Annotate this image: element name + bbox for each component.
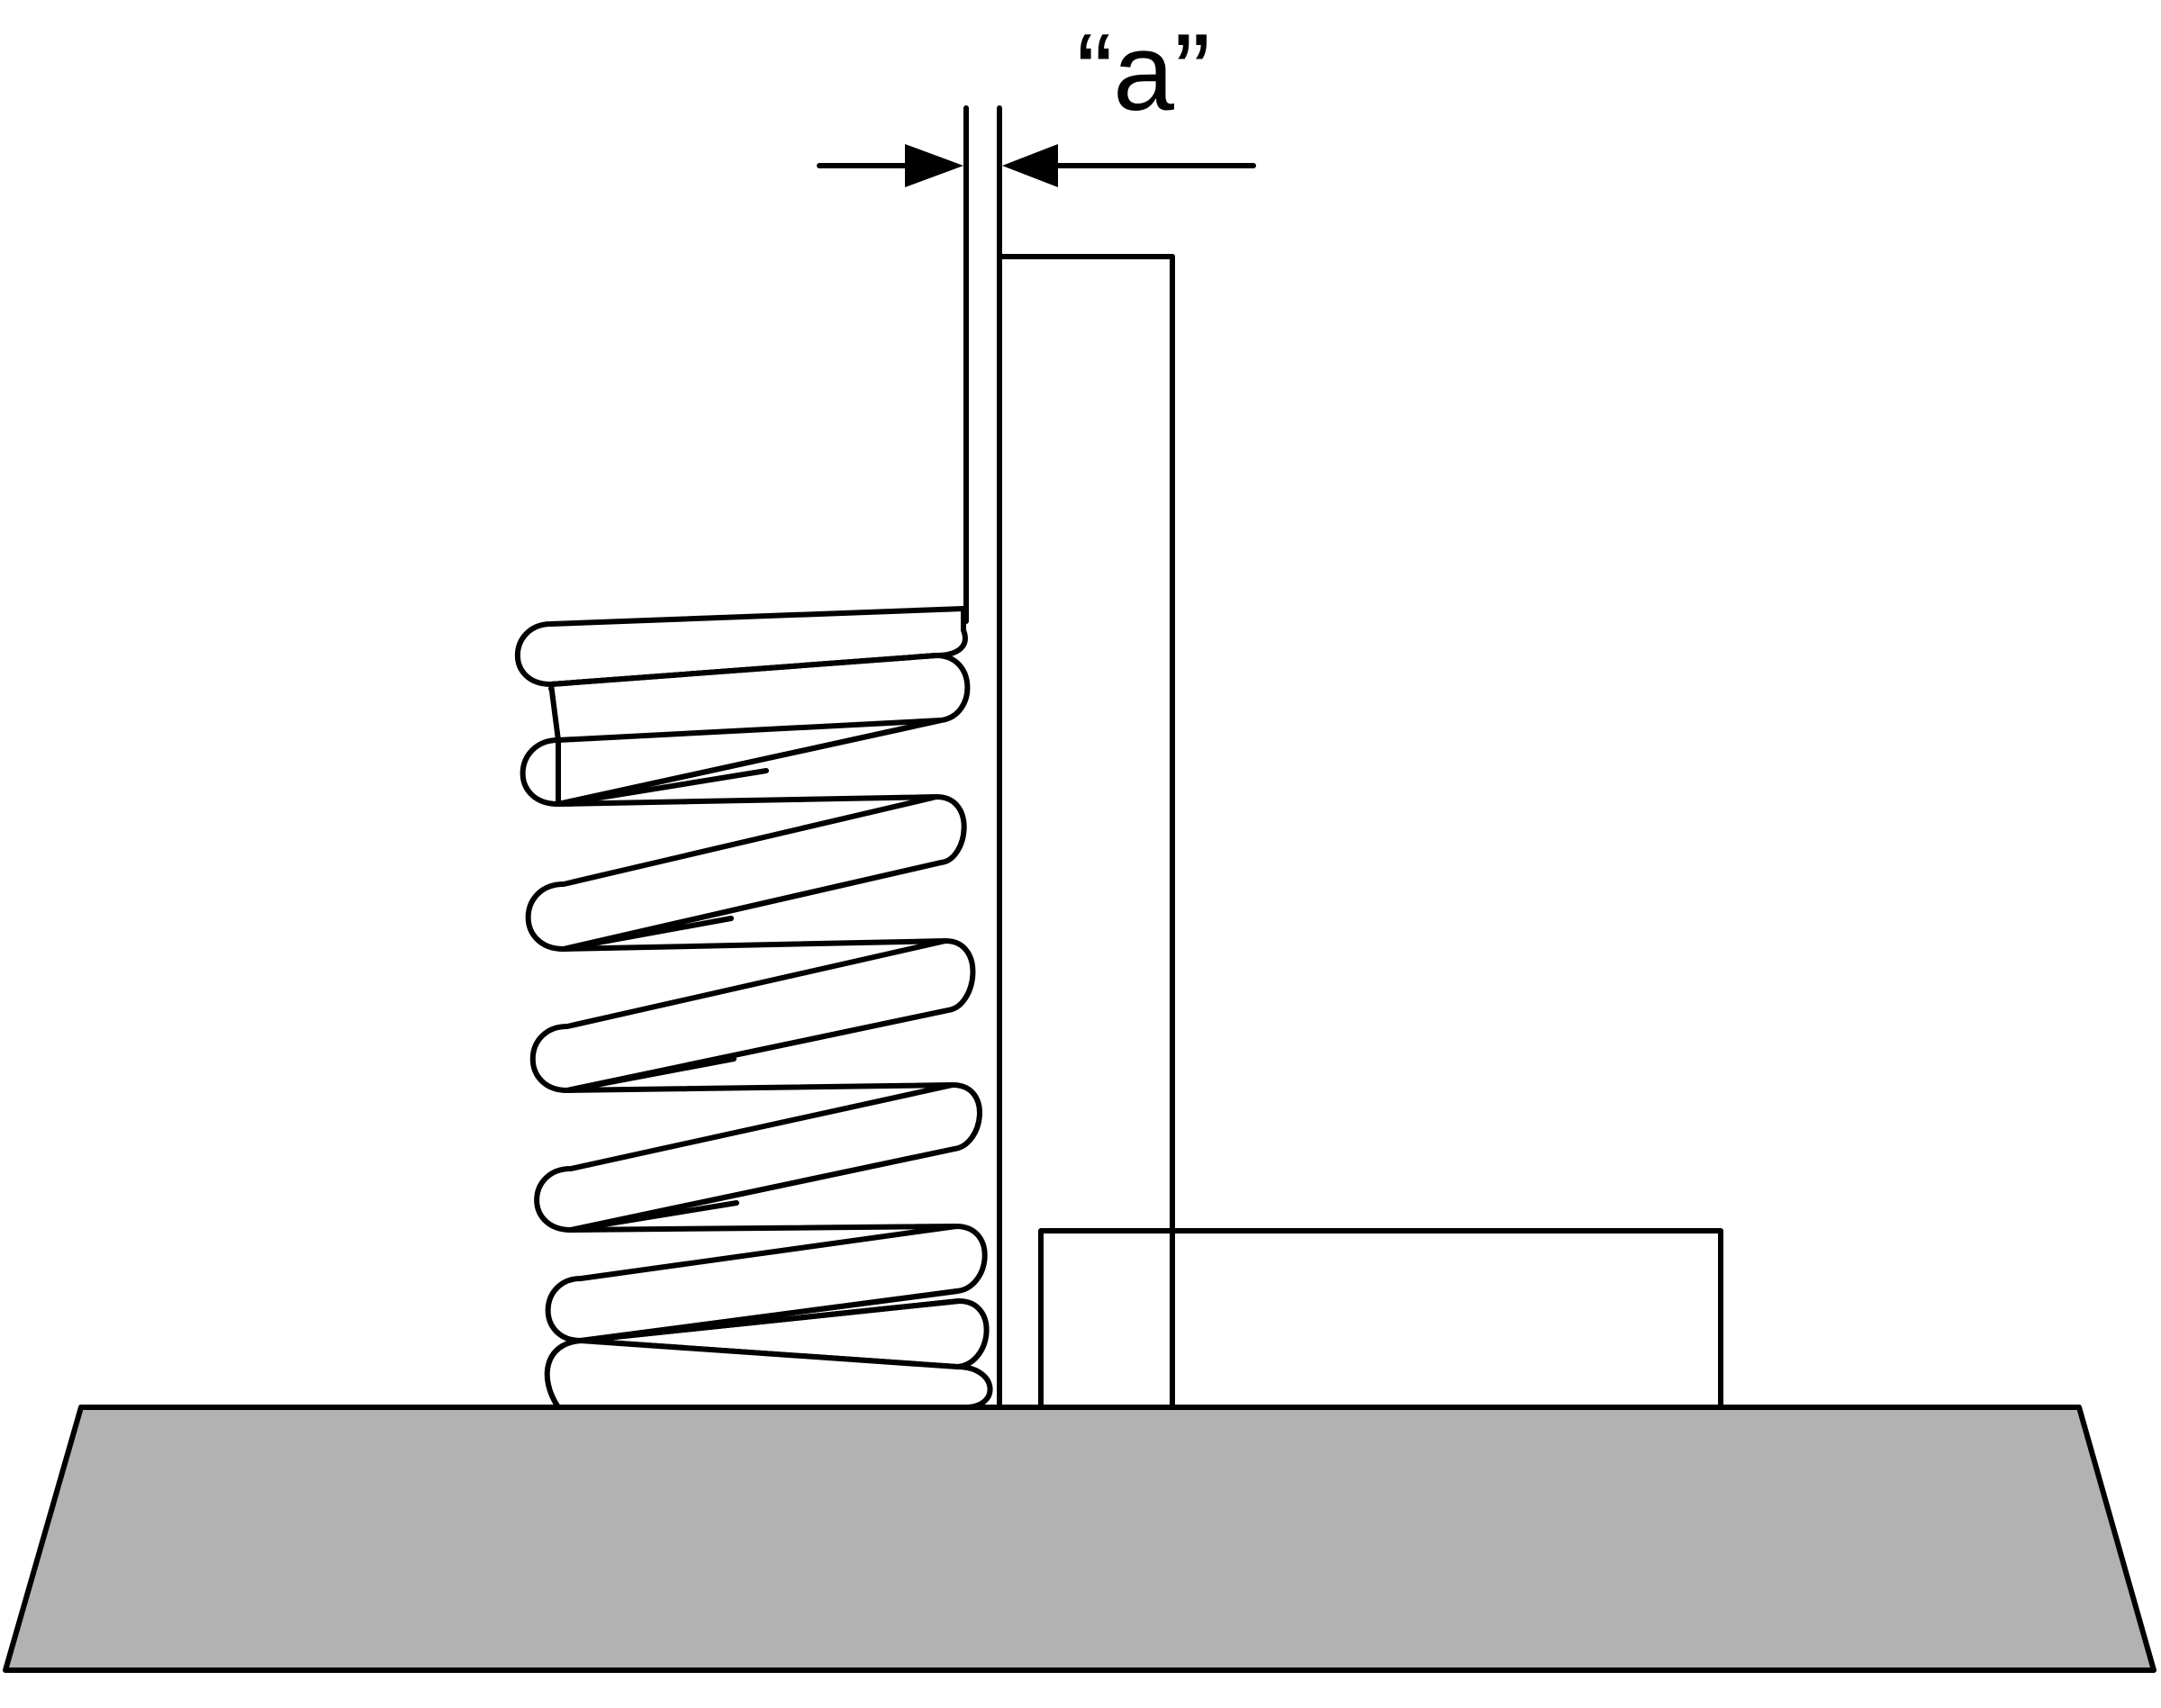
spring-loop-right-2	[529, 938, 976, 1093]
coil-spring	[514, 606, 993, 1410]
lower-block	[1038, 1228, 1723, 1410]
gap-label: “a”	[1076, 11, 1210, 133]
vertical-post	[997, 254, 1175, 1410]
spring-front-wires	[548, 653, 962, 1343]
base-plate	[3, 1405, 2156, 1673]
spring-bottom-loop	[544, 1338, 993, 1410]
arrowhead-right	[1002, 144, 1058, 187]
arrowhead-left	[905, 144, 963, 187]
